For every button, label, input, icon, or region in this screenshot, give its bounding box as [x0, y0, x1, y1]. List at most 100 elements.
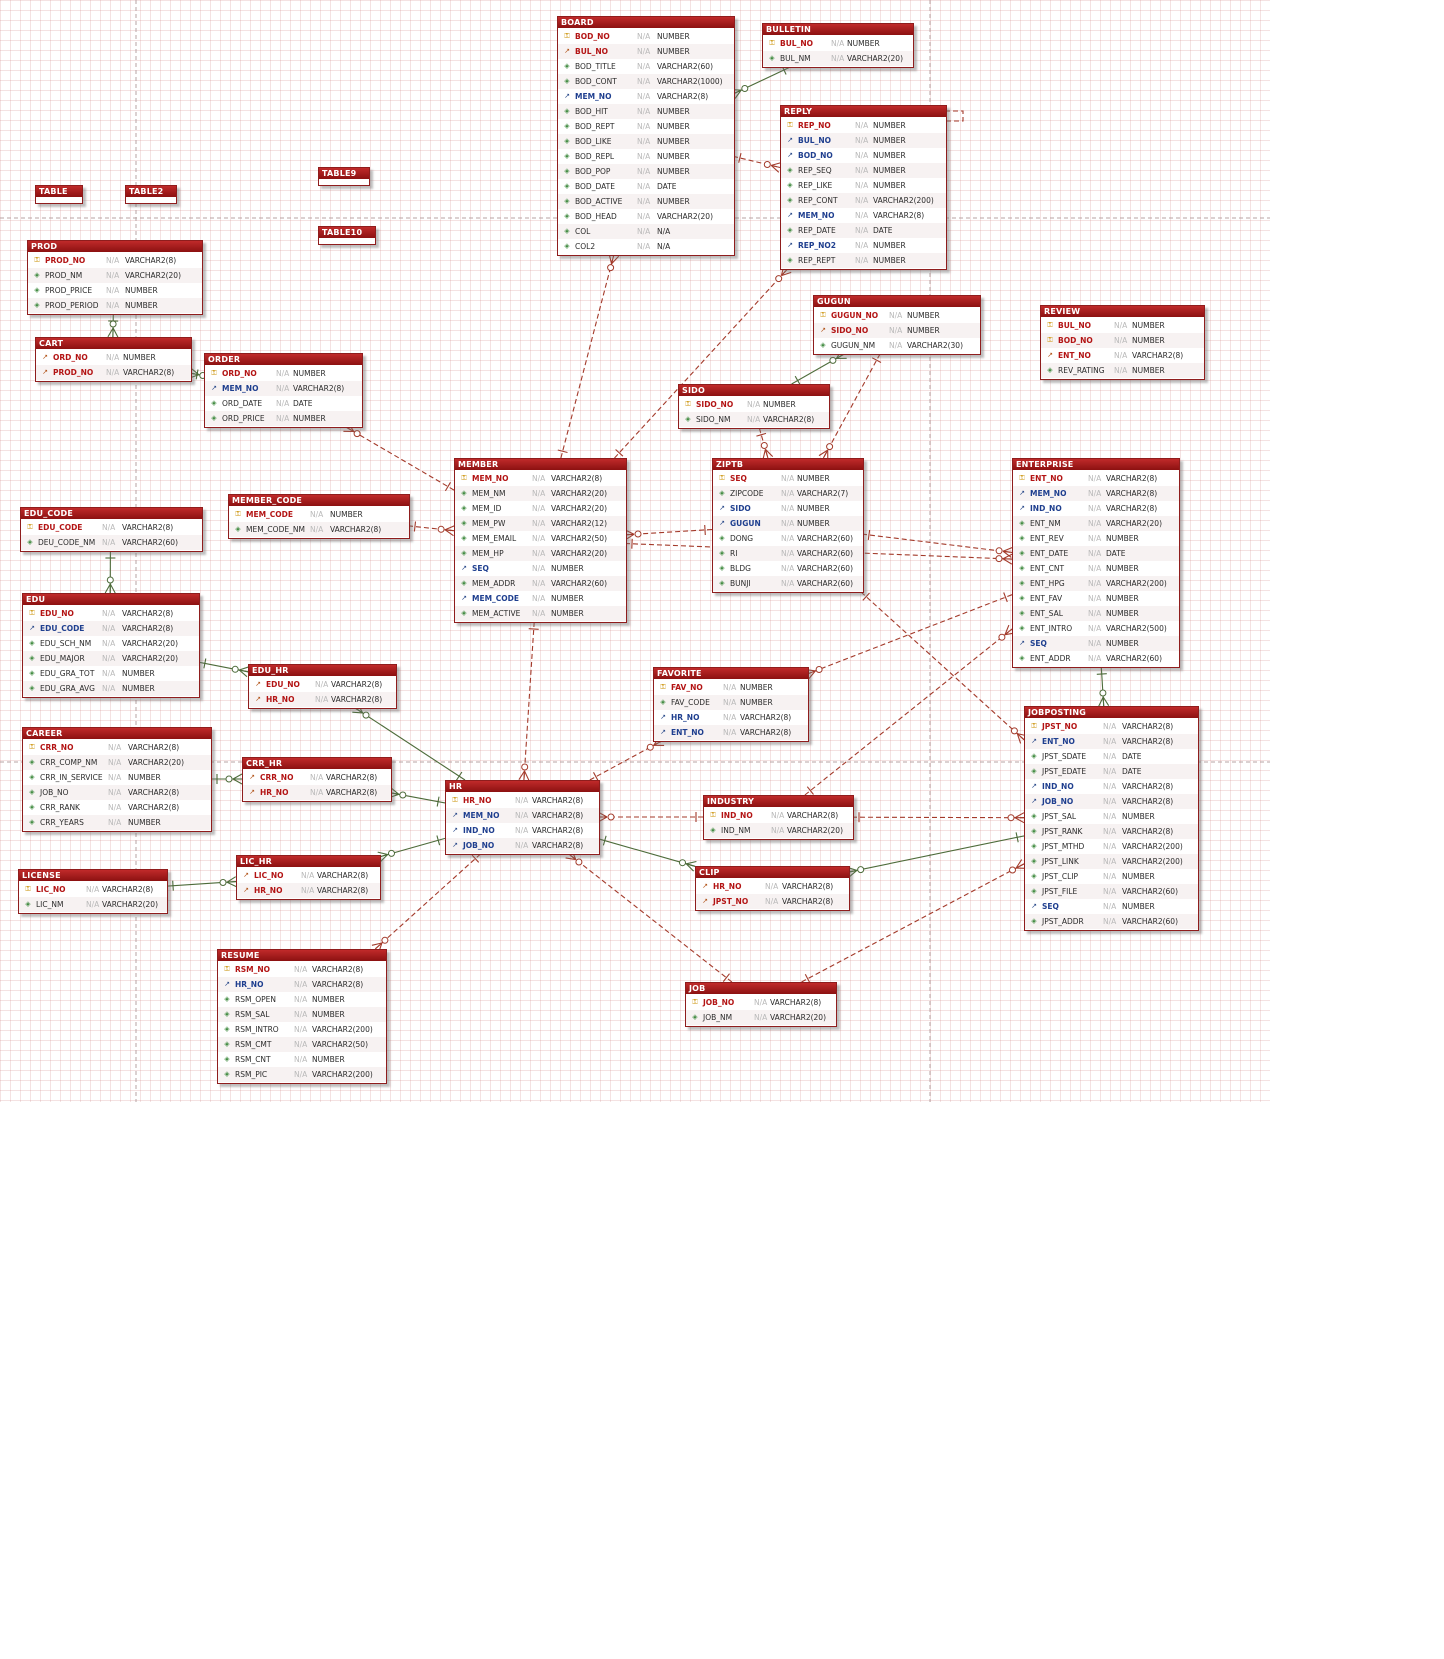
table-header[interactable]: EDU	[23, 594, 199, 605]
table-header[interactable]: REVIEW	[1041, 306, 1204, 317]
table-header[interactable]: BULLETIN	[763, 24, 913, 35]
relationship-hr-to-crr-hr[interactable]	[388, 787, 446, 807]
relationship-ziptb-to-jobposting[interactable]	[860, 591, 1028, 744]
table-header[interactable]: SIDO	[679, 385, 829, 396]
relationship-board-to-reply[interactable]	[732, 152, 782, 173]
relationship-edu-code-to-edu[interactable]	[104, 550, 116, 594]
relationship-member-to-reply[interactable]	[614, 265, 792, 459]
table-header[interactable]: LIC_HR	[237, 856, 380, 867]
table-header[interactable]: TABLE2	[126, 186, 176, 197]
relationship-career-to-crr-hr[interactable]	[210, 773, 243, 785]
table-header[interactable]: TABLE10	[319, 227, 375, 238]
relationship-industry-to-hr[interactable]	[597, 811, 703, 823]
relationship-enterprise-to-favorite[interactable]	[805, 592, 1013, 680]
table-header[interactable]: JOBPOSTING	[1025, 707, 1198, 718]
table-header[interactable]: CAREER	[23, 728, 211, 739]
relationship-reply-to-reply[interactable]	[945, 110, 964, 122]
table-header[interactable]: HR	[446, 781, 599, 792]
table-header[interactable]: BOARD	[558, 17, 734, 28]
relationship-ziptb-to-enterprise[interactable]	[861, 529, 1013, 558]
relationship-license-to-lic-hr[interactable]	[165, 876, 237, 891]
table-header[interactable]: INDUSTRY	[704, 796, 853, 807]
relationship-hr-to-lic-hr[interactable]	[377, 835, 446, 863]
